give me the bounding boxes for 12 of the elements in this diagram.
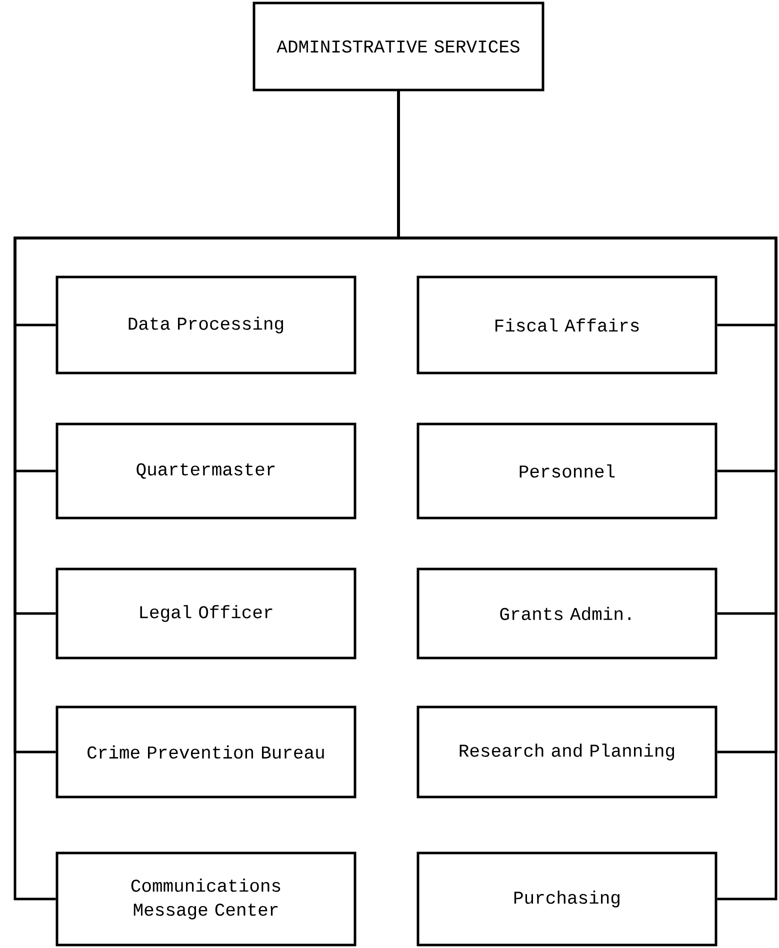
department-box: Quartermaster	[56, 422, 356, 520]
department-box: Research and Planning	[416, 706, 718, 798]
department-box: Crime Prevention Bureau	[56, 706, 356, 798]
department-box: Personnel	[416, 422, 718, 520]
department-box: Purchasing	[416, 852, 718, 946]
department-box: Grants Admin.	[416, 568, 718, 660]
connector-line	[397, 91, 778, 900]
department-box: Fiscal Affairs	[416, 276, 718, 374]
department-box: Communications Message Center	[56, 852, 356, 946]
department-box: Legal Officer	[56, 568, 356, 660]
title-box: ADMINISTRATIVE SERVICES	[252, 2, 544, 92]
department-box: Data Processing	[56, 276, 356, 374]
